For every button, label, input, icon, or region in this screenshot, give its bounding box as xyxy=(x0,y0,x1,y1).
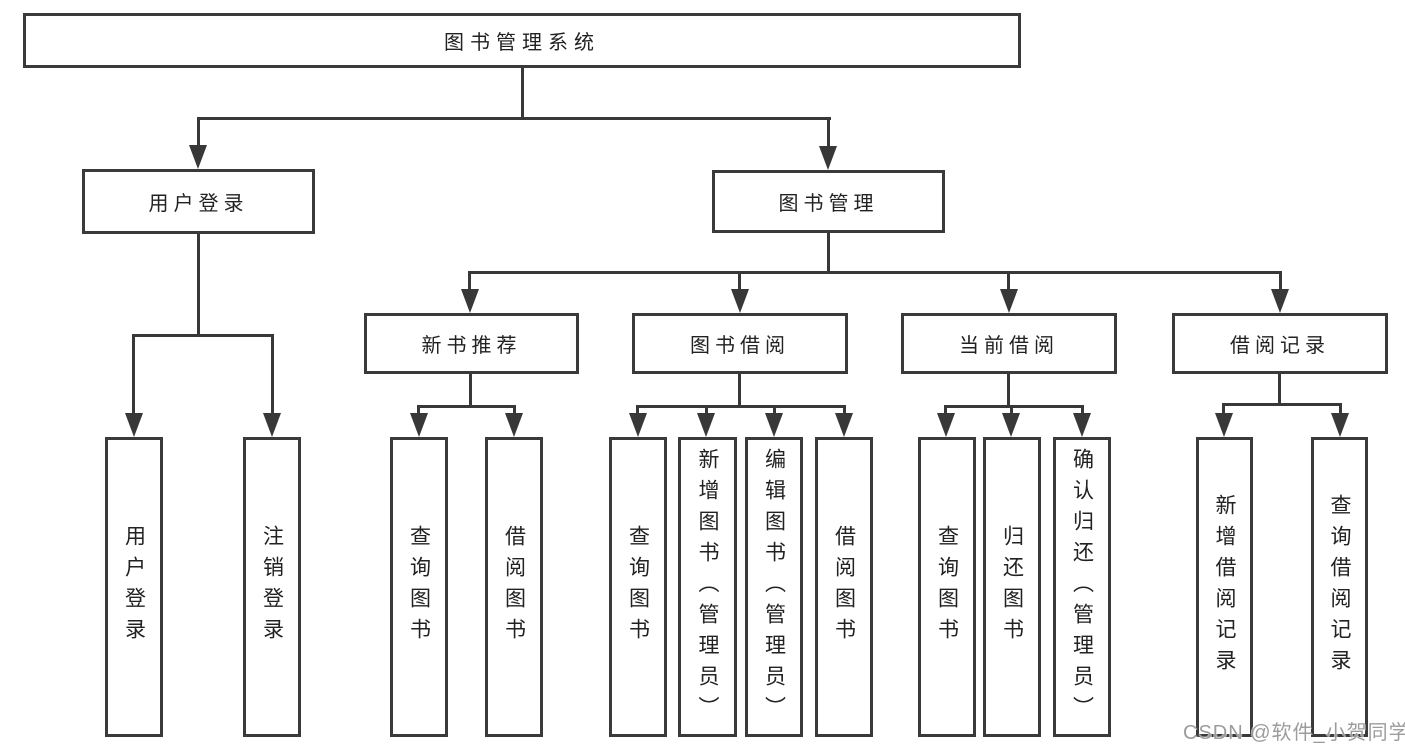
node-label: 新书推荐 xyxy=(421,335,522,357)
connector-line xyxy=(1007,374,1010,408)
connector-line xyxy=(271,334,274,418)
arrowhead-icon xyxy=(1073,413,1091,437)
connector-line xyxy=(197,234,200,337)
leaf-label: 用户登录 xyxy=(122,525,146,649)
connector-line xyxy=(197,117,831,120)
connector-line xyxy=(468,271,1282,274)
leaf-user-login: 用户登录 xyxy=(105,437,163,737)
connector-line xyxy=(1007,271,1010,293)
arrowhead-icon xyxy=(937,413,955,437)
arrowhead-icon xyxy=(629,413,647,437)
leaf-logout: 注销登录 xyxy=(243,437,301,737)
leaf-borrow-books-recommend: 借阅图书 xyxy=(485,437,543,737)
arrowhead-icon xyxy=(835,413,853,437)
leaf-label: 新增图书（管理员） xyxy=(696,447,719,727)
leaf-label: 查询图书 xyxy=(407,525,431,649)
arrowhead-icon xyxy=(263,413,281,437)
connector-line xyxy=(417,405,420,419)
leaf-label: 编辑图书（管理员） xyxy=(762,447,786,727)
connector-line xyxy=(132,334,274,337)
arrowhead-icon xyxy=(1271,289,1289,313)
connector-line xyxy=(521,68,524,120)
leaf-label: 查询图书 xyxy=(626,525,650,649)
leaf-label: 借阅图书 xyxy=(502,525,526,649)
arrowhead-icon xyxy=(1215,413,1233,437)
arrowhead-icon xyxy=(819,146,837,170)
connector-line xyxy=(132,334,135,418)
node-new-book-recommendation: 新书推荐 xyxy=(364,313,579,374)
arrowhead-icon xyxy=(765,413,783,437)
node-label: 用户登录 xyxy=(148,193,249,215)
node-borrowing-records: 借阅记录 xyxy=(1172,313,1388,374)
watermark: CSDN @软件_小贺同学 xyxy=(1183,722,1405,744)
leaf-label: 归还图书 xyxy=(1000,525,1024,649)
leaf-borrow-books-borrowing: 借阅图书 xyxy=(815,437,873,737)
leaf-add-book-admin: 新增图书（管理员） xyxy=(678,437,737,737)
node-label: 图书借阅 xyxy=(690,335,790,357)
arrowhead-icon xyxy=(697,413,715,437)
arrowhead-icon xyxy=(505,413,523,437)
arrowhead-icon xyxy=(1002,413,1020,437)
leaf-edit-book-admin: 编辑图书（管理员） xyxy=(745,437,803,737)
arrowhead-icon xyxy=(189,145,207,169)
connector-line xyxy=(843,405,846,419)
node-label: 图书管理 xyxy=(778,193,879,215)
connector-line xyxy=(469,374,472,408)
node-user-login: 用户登录 xyxy=(82,169,315,234)
connector-line xyxy=(417,405,516,408)
connector-line xyxy=(773,405,776,419)
leaf-label: 确认归还（管理员） xyxy=(1070,447,1094,727)
node-label: 当前借阅 xyxy=(959,335,1059,357)
leaf-query-books-recommend: 查询图书 xyxy=(390,437,448,737)
leaf-label: 查询图书 xyxy=(935,525,959,649)
leaf-label: 借阅图书 xyxy=(832,525,856,649)
connector-line xyxy=(513,405,516,419)
connector-line xyxy=(705,405,708,419)
arrowhead-icon xyxy=(731,289,749,313)
arrowhead-icon xyxy=(125,413,143,437)
connector-line xyxy=(1081,405,1084,419)
leaf-label: 新增借阅记录 xyxy=(1213,494,1236,680)
leaf-query-books-borrowing: 查询图书 xyxy=(609,437,667,737)
connector-line xyxy=(1279,271,1282,293)
leaf-query-borrow-record: 查询借阅记录 xyxy=(1311,437,1368,737)
leaf-label: 查询借阅记录 xyxy=(1328,494,1351,680)
connector-line xyxy=(1010,405,1013,419)
connector-line xyxy=(738,271,741,293)
connector-line xyxy=(197,117,200,149)
leaf-query-books-current: 查询图书 xyxy=(918,437,976,737)
connector-line xyxy=(636,405,846,408)
connector-line xyxy=(944,405,947,419)
arrowhead-icon xyxy=(1331,413,1349,437)
leaf-confirm-return-admin: 确认归还（管理员） xyxy=(1053,437,1111,737)
node-current-borrowing: 当前借阅 xyxy=(901,313,1117,374)
node-library-system: 图书管理系统 xyxy=(23,13,1021,68)
arrowhead-icon xyxy=(1000,289,1018,313)
leaf-return-book: 归还图书 xyxy=(983,437,1041,737)
connector-line xyxy=(944,405,1084,408)
connector-line xyxy=(1278,374,1281,406)
node-book-management: 图书管理 xyxy=(712,170,945,233)
connector-line xyxy=(827,117,830,149)
connector-line xyxy=(738,374,741,408)
connector-line xyxy=(1222,403,1225,419)
connector-line xyxy=(1339,403,1342,419)
arrowhead-icon xyxy=(410,413,428,437)
node-book-borrowing: 图书借阅 xyxy=(632,313,848,374)
connector-line xyxy=(1222,403,1342,406)
arrowhead-icon xyxy=(461,289,479,313)
connector-line xyxy=(827,233,830,274)
node-label: 借阅记录 xyxy=(1230,335,1330,357)
leaf-add-borrow-record: 新增借阅记录 xyxy=(1196,437,1253,737)
node-label: 图书管理系统 xyxy=(444,32,600,54)
connector-line xyxy=(636,405,639,419)
connector-line xyxy=(468,271,471,293)
leaf-label: 注销登录 xyxy=(260,525,284,649)
